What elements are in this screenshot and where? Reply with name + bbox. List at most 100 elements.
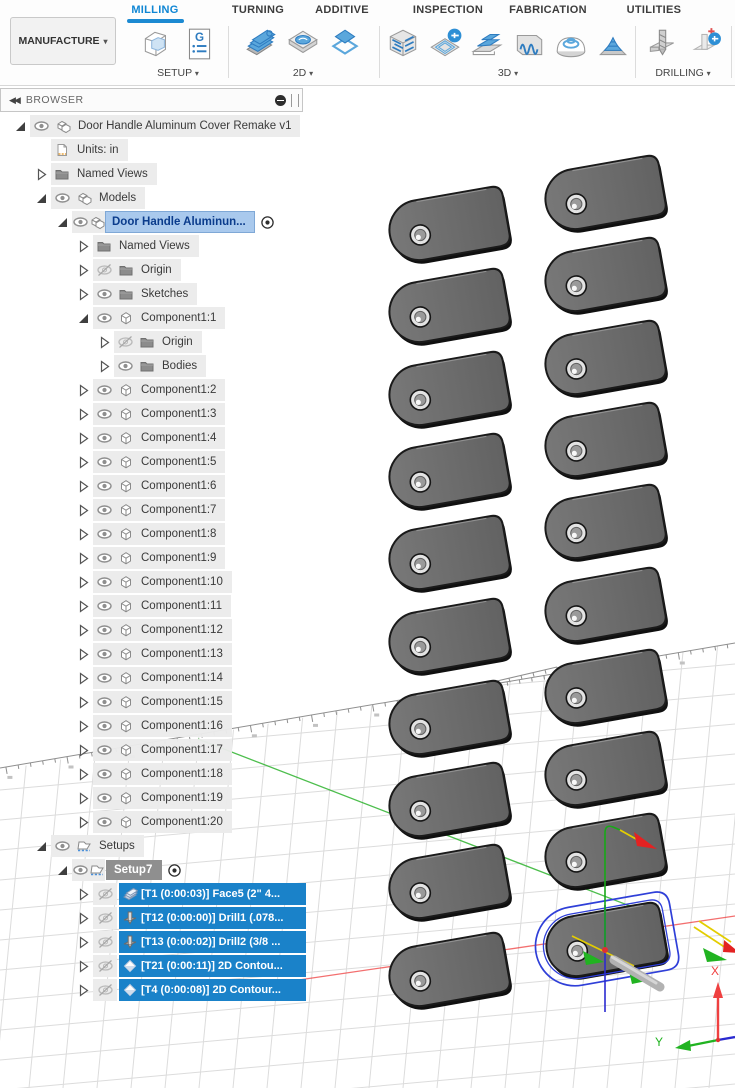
tree-row--t21-0-00-11-2d-contou-[interactable]: [T21 (0:00:11)] 2D Contou... (73, 954, 306, 978)
browser-header[interactable]: ◀◀ BROWSER (0, 88, 303, 112)
display-toggle-icon[interactable] (275, 94, 286, 106)
tree-row-component1-18[interactable]: Component1:18 (73, 762, 232, 786)
visibility-eye-icon[interactable] (96, 527, 113, 541)
tree-row-label[interactable]: Units: in (77, 144, 119, 156)
tree-row-label[interactable]: Sketches (141, 288, 189, 300)
tree-row-label[interactable]: Component1:12 (141, 624, 223, 636)
collapse-arrow-icon[interactable] (77, 263, 90, 277)
expand-arrow-icon[interactable] (14, 120, 27, 133)
visibility-eye-icon[interactable] (96, 431, 113, 445)
collapse-arrow-icon[interactable] (77, 527, 90, 541)
part-body[interactable] (539, 152, 671, 239)
visibility-eye-icon[interactable] (96, 767, 113, 781)
tree-row-component1-11[interactable]: Component1:11 (73, 594, 231, 618)
visibility-eye-icon[interactable] (96, 551, 113, 565)
face-icon[interactable] (243, 26, 279, 62)
expand-arrow-icon[interactable] (56, 216, 69, 229)
visibility-eye-icon[interactable] (96, 383, 113, 397)
collapse-arrow-icon[interactable] (77, 503, 90, 517)
tab-utilities[interactable]: UTILITIES (626, 4, 682, 16)
panel-resize-handle[interactable] (291, 93, 299, 107)
tree-row-label[interactable]: Models (99, 192, 137, 204)
activate-radio-icon[interactable] (260, 215, 275, 230)
tree-row-label[interactable]: Setups (99, 840, 135, 852)
tree-row-units-in[interactable]: Units: in (31, 138, 128, 162)
tab-inspection[interactable]: INSPECTION (412, 4, 484, 16)
workspace-selector-button[interactable]: MANUFACTURE ▾ (10, 17, 116, 65)
tree-row-label[interactable]: Named Views (119, 240, 190, 252)
visibility-eye-off-icon[interactable] (97, 911, 114, 925)
tree-row-component1-16[interactable]: Component1:16 (73, 714, 232, 738)
collapse-arrow-icon[interactable] (77, 599, 90, 613)
tree-row-component1-8[interactable]: Component1:8 (73, 522, 226, 546)
visibility-eye-icon[interactable] (96, 311, 113, 325)
part-body[interactable] (383, 512, 515, 599)
tree-row-label[interactable]: Component1:11 (141, 600, 222, 612)
tree-row-label[interactable]: Component1:3 (141, 408, 217, 420)
tree-row-component1-5[interactable]: Component1:5 (73, 450, 226, 474)
steep-and-shallow-icon[interactable] (427, 26, 463, 62)
tree-row-component1-10[interactable]: Component1:10 (73, 570, 232, 594)
collapse-arrow-icon[interactable] (35, 167, 48, 181)
hole-recognition-icon[interactable] (686, 26, 722, 62)
collapse-arrow-icon[interactable] (77, 623, 90, 637)
tree-row-bodies[interactable]: Bodies (94, 354, 207, 378)
horizontal-icon[interactable] (553, 26, 589, 62)
collapse-arrow-icon[interactable] (77, 743, 90, 757)
visibility-eye-icon[interactable] (96, 455, 113, 469)
visibility-eye-off-icon[interactable] (97, 959, 114, 973)
tree-row-label[interactable]: Door Handle Aluminun... (105, 211, 255, 233)
part-body[interactable] (383, 841, 515, 928)
visibility-eye-icon[interactable] (72, 215, 89, 229)
tree-row-label[interactable]: Component1:4 (141, 432, 217, 444)
tree-row-label[interactable]: Component1:19 (141, 792, 223, 804)
collapse-arrow-icon[interactable] (77, 455, 90, 469)
tree-row-label[interactable]: Component1:8 (141, 528, 217, 540)
tree-row-label[interactable]: Origin (141, 264, 172, 276)
tree-row-door-handle-aluminum-cover-rem[interactable]: Door Handle Aluminum Cover Remake v1 (10, 114, 301, 138)
visibility-eye-icon[interactable] (96, 287, 113, 301)
visibility-eye-icon[interactable] (96, 815, 113, 829)
expand-arrow-icon[interactable] (77, 312, 90, 325)
activate-radio-icon[interactable] (167, 863, 182, 878)
visibility-eye-icon[interactable] (54, 191, 71, 205)
visibility-eye-icon[interactable] (96, 671, 113, 685)
tree-row--t1-0-00-03-face5-2-4-[interactable]: [T1 (0:00:03)] Face5 (2" 4... (73, 882, 306, 906)
tree-row-setups[interactable]: Setups (31, 834, 144, 858)
part-body[interactable] (539, 481, 671, 568)
part-body[interactable] (383, 183, 515, 270)
part-body[interactable] (539, 317, 671, 404)
pocket-clearing-icon[interactable] (385, 26, 421, 62)
tab-fabrication[interactable]: FABRICATION (509, 4, 587, 16)
expand-arrow-icon[interactable] (56, 864, 69, 877)
visibility-eye-off-icon[interactable] (97, 887, 114, 901)
collapse-arrow-icon[interactable] (77, 911, 90, 925)
tree-row-label[interactable]: Component1:6 (141, 480, 217, 492)
visibility-eye-icon[interactable] (117, 359, 134, 373)
collapse-arrow-icon[interactable] (77, 983, 90, 997)
collapse-arrow-icon[interactable] (77, 767, 90, 781)
visibility-eye-off-icon[interactable] (117, 335, 134, 349)
collapse-arrow-icon[interactable] (77, 647, 90, 661)
group-label-setup[interactable]: SETUP ▾ (157, 67, 199, 79)
tree-row-label[interactable]: Component1:7 (141, 504, 217, 516)
tree-row-label[interactable]: Bodies (162, 360, 198, 372)
visibility-eye-icon[interactable] (96, 623, 113, 637)
tree-row-label[interactable]: Setup7 (106, 860, 163, 880)
expand-arrow-icon[interactable] (35, 192, 48, 205)
tree-row-label[interactable]: Component1:18 (141, 768, 223, 780)
tree-row-component1-15[interactable]: Component1:15 (73, 690, 232, 714)
group-label-2d[interactable]: 2D ▾ (292, 67, 314, 79)
visibility-eye-icon[interactable] (96, 719, 113, 733)
collapse-arrow-icon[interactable] (77, 935, 90, 949)
tree-row-component1-1[interactable]: Component1:1 (73, 306, 226, 330)
collapse-arrow-icon[interactable] (77, 671, 90, 685)
part-body[interactable] (383, 265, 515, 352)
post-process-icon[interactable]: G (181, 26, 217, 62)
tree-row-component1-13[interactable]: Component1:13 (73, 642, 232, 666)
visibility-eye-icon[interactable] (33, 119, 50, 133)
visibility-eye-icon[interactable] (54, 839, 71, 853)
spiral-icon[interactable] (595, 26, 631, 62)
visibility-eye-icon[interactable] (96, 743, 113, 757)
visibility-eye-icon[interactable] (96, 503, 113, 517)
